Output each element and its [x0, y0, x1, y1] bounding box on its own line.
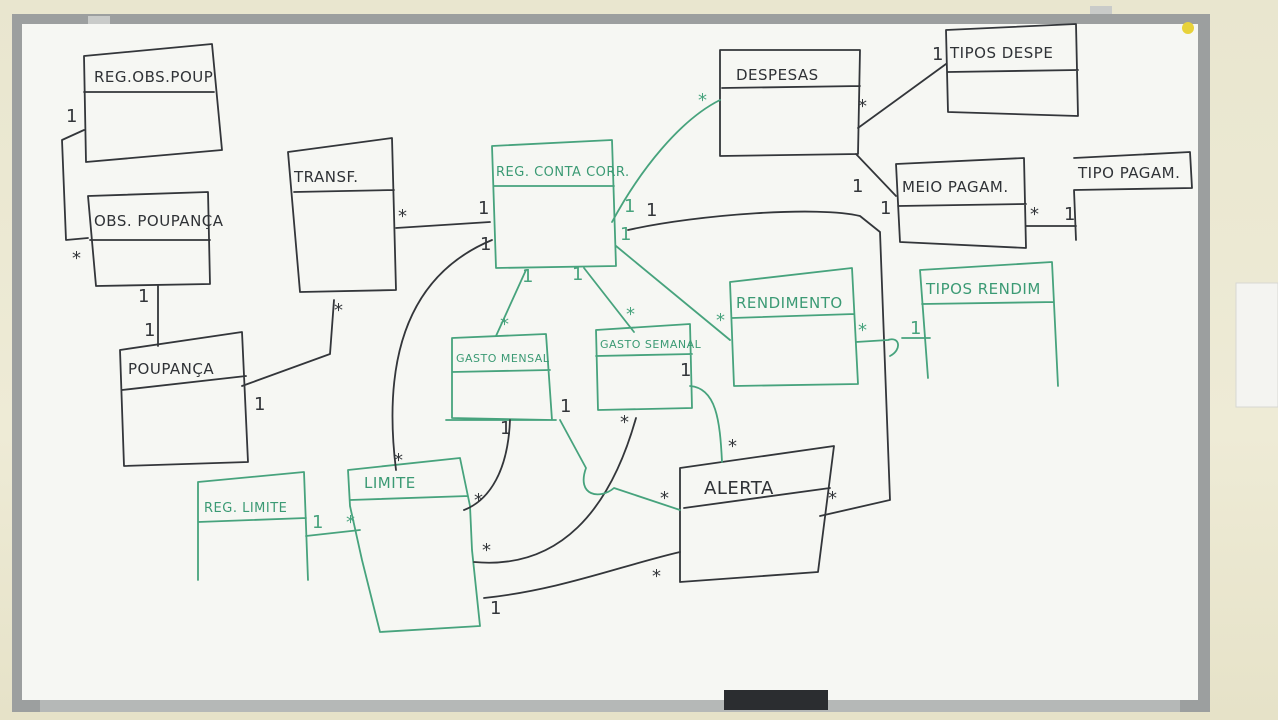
entity-title-despesas: DESPESAS [736, 66, 819, 84]
svg-text:1: 1 [620, 224, 631, 245]
svg-text:1: 1 [646, 200, 657, 221]
entity-title-tipos-rendim: TIPOS RENDIM [925, 280, 1041, 298]
svg-text:*: * [72, 248, 81, 269]
entity-box-despesas [719, 49, 861, 157]
svg-text:*: * [660, 488, 669, 509]
entity-title-poupanca: POUPANÇA [128, 360, 214, 378]
svg-text:*: * [482, 540, 491, 561]
entity-box-gasto-mensal [445, 333, 557, 421]
entity-title-tipos-despe: TIPOS DESPE [949, 44, 1053, 62]
svg-text:1: 1 [254, 394, 265, 415]
svg-text:*: * [500, 314, 509, 335]
board-tray [40, 700, 1180, 712]
multiplicity-labels: 1 * 1 1 1 * * 1 1 * 1 1 1 * 1 1 * * 1 * … [66, 44, 1075, 619]
mount-clip-left [88, 16, 110, 24]
entity-box-tipos-rendim [919, 261, 1059, 387]
entity-title-reg-limite: REG. LIMITE [204, 501, 287, 516]
relation-line [395, 221, 491, 229]
entity-box-reg-conta-corr [491, 139, 617, 269]
svg-text:1: 1 [522, 266, 533, 287]
entity-box-rendimento [729, 267, 859, 387]
entity-title-alerta: ALERTA [704, 478, 774, 499]
svg-text:1: 1 [572, 264, 583, 285]
relation-line [857, 63, 947, 129]
entity-title-obs-poupanca: OBS. POUPANÇA [94, 212, 224, 230]
svg-text:1: 1 [500, 418, 511, 439]
entity-box-transf [287, 137, 397, 293]
svg-text:*: * [652, 566, 661, 587]
relation-line [241, 299, 335, 387]
board-surface [22, 24, 1198, 700]
relation-line [689, 385, 723, 463]
entity-box-limite [347, 457, 481, 633]
svg-text:*: * [626, 304, 635, 325]
svg-text:1: 1 [852, 176, 863, 197]
svg-text:1: 1 [312, 512, 323, 533]
svg-text:1: 1 [144, 320, 155, 341]
relation-line [855, 337, 931, 357]
relation-line [463, 419, 511, 511]
svg-text:*: * [474, 490, 483, 511]
relation-line [483, 551, 681, 599]
entity-title-rendimento: RENDIMENTO [736, 294, 843, 312]
entity-title-reg-conta-corr: REG. CONTA CORR. [496, 165, 630, 180]
svg-text:1: 1 [1064, 204, 1075, 225]
entity-box-tipos-despe [945, 23, 1079, 117]
svg-text:*: * [398, 206, 407, 227]
relation-line [473, 417, 637, 564]
relation-line [305, 529, 361, 537]
svg-text:1: 1 [66, 106, 77, 127]
svg-text:*: * [828, 488, 837, 509]
svg-text:*: * [858, 320, 867, 341]
entity-box-tipo-pagam [1073, 151, 1193, 241]
svg-text:*: * [728, 436, 737, 457]
warning-sticker-icon [1182, 22, 1194, 34]
svg-text:1: 1 [910, 318, 921, 339]
svg-text:*: * [334, 300, 343, 321]
relation-line [583, 267, 635, 333]
relation-line [559, 419, 681, 511]
svg-text:*: * [698, 90, 707, 111]
entity-title-transf: TRANSF. [293, 168, 358, 186]
entity-box-reg-limite [197, 471, 309, 581]
relation-line [61, 129, 89, 241]
entity-title-gasto-mensal: GASTO MENSAL [456, 352, 550, 365]
relation-line [615, 245, 731, 341]
svg-text:1: 1 [932, 44, 943, 65]
svg-text:*: * [620, 412, 629, 433]
entity-box-obs-poupanca [87, 191, 211, 287]
svg-text:1: 1 [478, 198, 489, 219]
eraser [724, 690, 828, 710]
relation-line [855, 153, 897, 197]
relation-line [391, 239, 493, 471]
entity-box-alerta [679, 445, 835, 583]
svg-text:*: * [346, 512, 355, 533]
entity-box-gasto-semanal [595, 323, 693, 411]
svg-text:1: 1 [624, 196, 635, 217]
svg-text:*: * [716, 310, 725, 331]
relation-line [611, 99, 721, 223]
svg-text:1: 1 [490, 598, 501, 619]
mount-clip-right [1090, 6, 1112, 14]
entity-title-limite: LIMITE [364, 474, 416, 492]
svg-text:*: * [858, 96, 867, 117]
entity-title-meio-pagam: MEIO PAGAM. [902, 178, 1009, 196]
svg-text:1: 1 [680, 360, 691, 381]
entity-box-poupanca [119, 331, 249, 467]
relation-line [627, 210, 891, 517]
entity-title-tipo-pagam: TIPO PAGAM. [1077, 164, 1180, 182]
relation-line [495, 269, 527, 337]
entity-box-reg-obs-poup [83, 43, 223, 163]
wall-note-paper [1235, 282, 1278, 408]
entity-title-gasto-semanal: GASTO SEMANAL [600, 338, 702, 351]
svg-text:1: 1 [480, 234, 491, 255]
svg-text:1: 1 [560, 396, 571, 417]
svg-text:1: 1 [880, 198, 891, 219]
svg-text:*: * [394, 450, 403, 471]
entity-box-meio-pagam [895, 157, 1027, 249]
entity-title-reg-obs-poup: REG.OBS.POUP [94, 68, 213, 86]
svg-text:*: * [1030, 204, 1039, 225]
svg-text:1: 1 [138, 286, 149, 307]
